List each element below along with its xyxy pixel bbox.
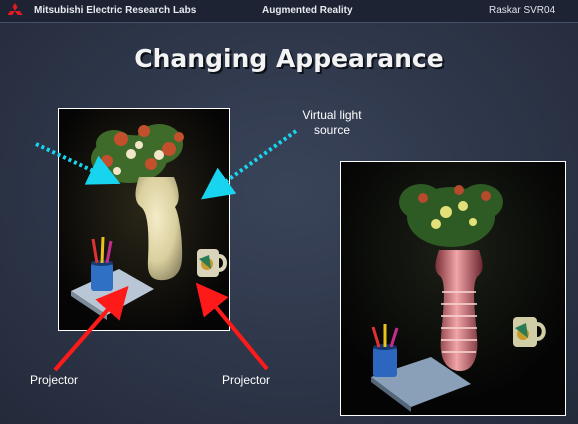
photo-projected-scene	[340, 161, 566, 416]
header-bar: Mitsubishi Electric Research Labs Augmen…	[0, 0, 578, 23]
photo-real-scene	[58, 108, 230, 331]
virtual-light-source-label: Virtual light source	[302, 108, 362, 137]
projector-label-right: Projector	[222, 373, 271, 387]
slide-title: Changing Appearance	[134, 44, 444, 73]
section-name: Augmented Reality	[262, 5, 353, 16]
mitsubishi-logo-icon	[7, 3, 23, 15]
projector-label-left: Projector	[30, 373, 79, 387]
vase	[135, 177, 183, 281]
organization-name: Mitsubishi Electric Research Labs	[34, 5, 197, 16]
author-tag: Raskar SVR04	[489, 5, 556, 16]
